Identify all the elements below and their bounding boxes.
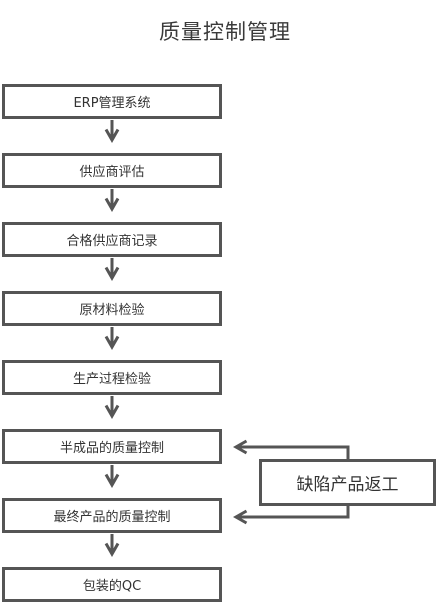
step-final-product-qc: 最终产品的质量控制 <box>2 498 222 533</box>
diagram-title: 质量控制管理 <box>159 20 291 44</box>
step-semi-finished-qc: 半成品的质量控制 <box>2 429 222 464</box>
rework-to-semi-finished-arrow <box>232 439 350 459</box>
rework-to-final-product-arrow <box>232 506 350 525</box>
step-qualified-supplier-record: 合格供应商记录 <box>2 222 222 257</box>
step-supplier-evaluation: 供应商评估 <box>2 153 222 188</box>
defective-product-rework-box: 缺陷产品返工 <box>259 459 436 506</box>
step-production-process-inspection: 生产过程检验 <box>2 360 222 395</box>
step-erp-system: ERP管理系统 <box>2 84 222 119</box>
step-raw-material-inspection: 原材料检验 <box>2 291 222 326</box>
step-packaging-qc: 包装的QC <box>2 567 222 602</box>
